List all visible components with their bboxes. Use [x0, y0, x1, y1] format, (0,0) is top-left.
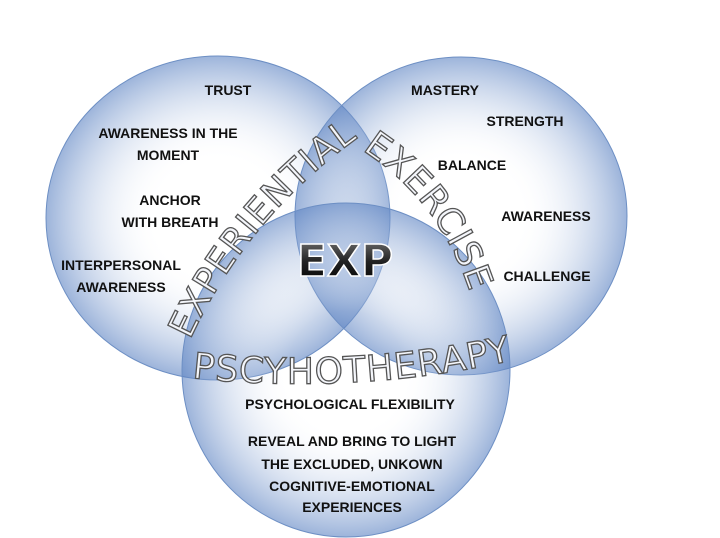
bottom-item-flexibility: PSYCHOLOGICAL FLEXIBILITY — [245, 396, 455, 412]
left-item-trust: TRUST — [205, 82, 252, 98]
right-item-challenge: CHALLENGE — [503, 268, 590, 284]
bottom-item-reveal-1: REVEAL AND BRING TO LIGHT — [248, 433, 457, 449]
right-item-awareness: AWARENESS — [501, 208, 590, 224]
left-item-interpersonal-2: AWARENESS — [76, 279, 165, 295]
bottom-circle — [181, 202, 511, 538]
bottom-item-reveal-2: THE EXCLUDED, UNKOWN — [261, 456, 442, 472]
left-item-anchor-2: WITH BREATH — [122, 214, 219, 230]
right-item-balance: BALANCE — [438, 157, 506, 173]
bottom-item-reveal-3: COGNITIVE-EMOTIONAL — [269, 478, 435, 494]
left-item-interpersonal-1: INTERPERSONAL — [61, 257, 181, 273]
center-label: EXP — [297, 236, 393, 287]
right-item-strength: STRENGTH — [487, 113, 564, 129]
left-item-anchor-1: ANCHOR — [139, 192, 200, 208]
right-item-mastery: MASTERY — [411, 82, 480, 98]
left-item-awareness-2: MOMENT — [137, 147, 200, 163]
left-item-awareness-1: AWARENESS IN THE — [98, 125, 237, 141]
bottom-item-reveal-4: EXPERIENCES — [302, 499, 402, 515]
